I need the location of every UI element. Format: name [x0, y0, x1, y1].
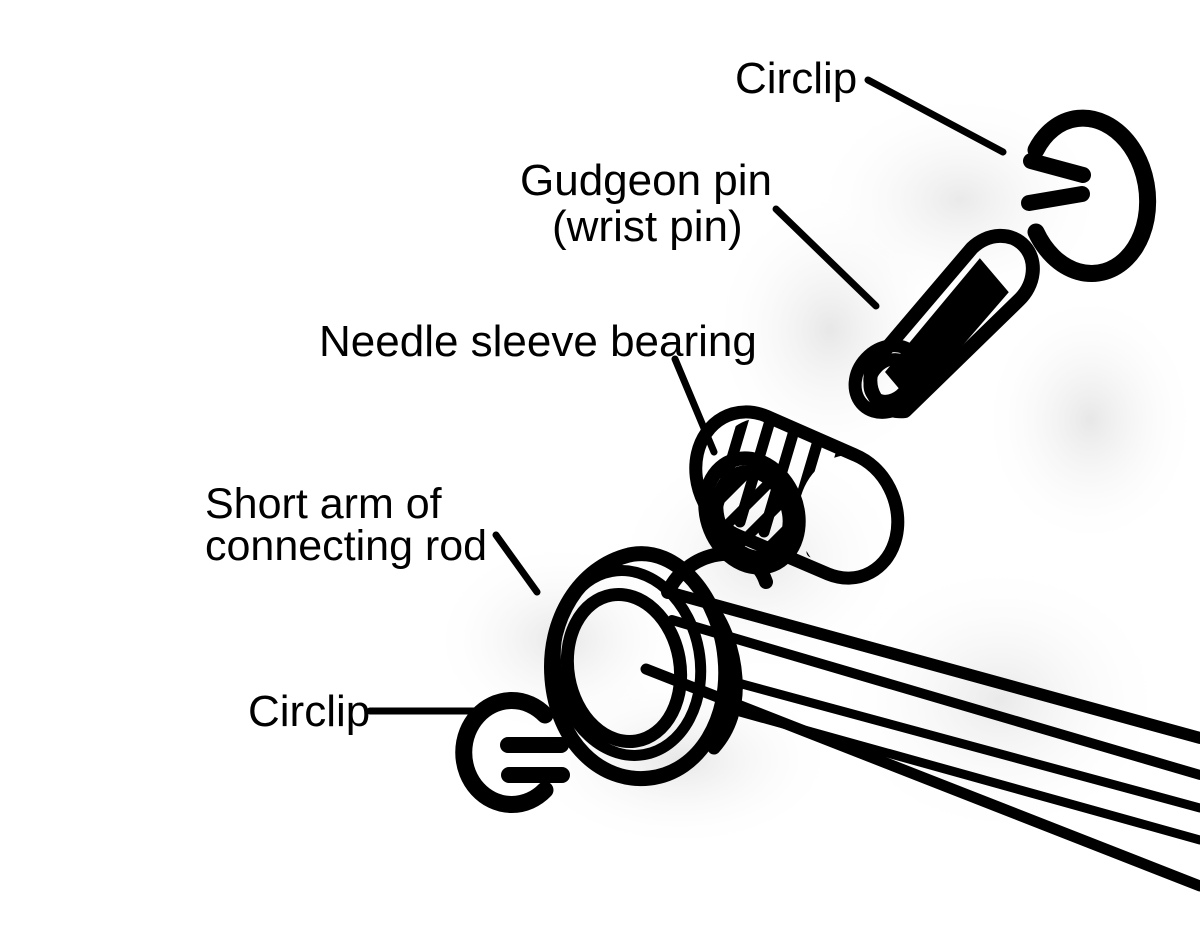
leader-circlip-top: [864, 76, 1007, 156]
label-circlip-bottom: Circlip: [248, 687, 370, 736]
label-connecting-rod-line1: Short arm of: [205, 480, 443, 528]
part-connecting-rod: [544, 546, 1200, 892]
label-connecting-rod-line2: connecting rod: [205, 522, 487, 570]
leader-needle-bearing: [671, 355, 718, 456]
label-gudgeon-pin-line2: (wrist pin): [552, 202, 743, 251]
label-gudgeon-pin-line1: Gudgeon pin: [520, 156, 772, 205]
part-circlip-bottom: [455, 692, 570, 813]
part-circlip-top: [1021, 109, 1157, 282]
leader-lines: [366, 76, 1007, 715]
label-circlip-top: Circlip: [735, 54, 857, 103]
leader-gudgeon-pin: [772, 205, 880, 310]
leader-connecting-rod: [492, 531, 541, 596]
part-gudgeon-pin: [848, 228, 1040, 419]
label-needle-sleeve-bearing: Needle sleeve bearing: [319, 317, 757, 366]
diagram-labels: Circlip Gudgeon pin (wrist pin) Needle s…: [205, 54, 857, 736]
